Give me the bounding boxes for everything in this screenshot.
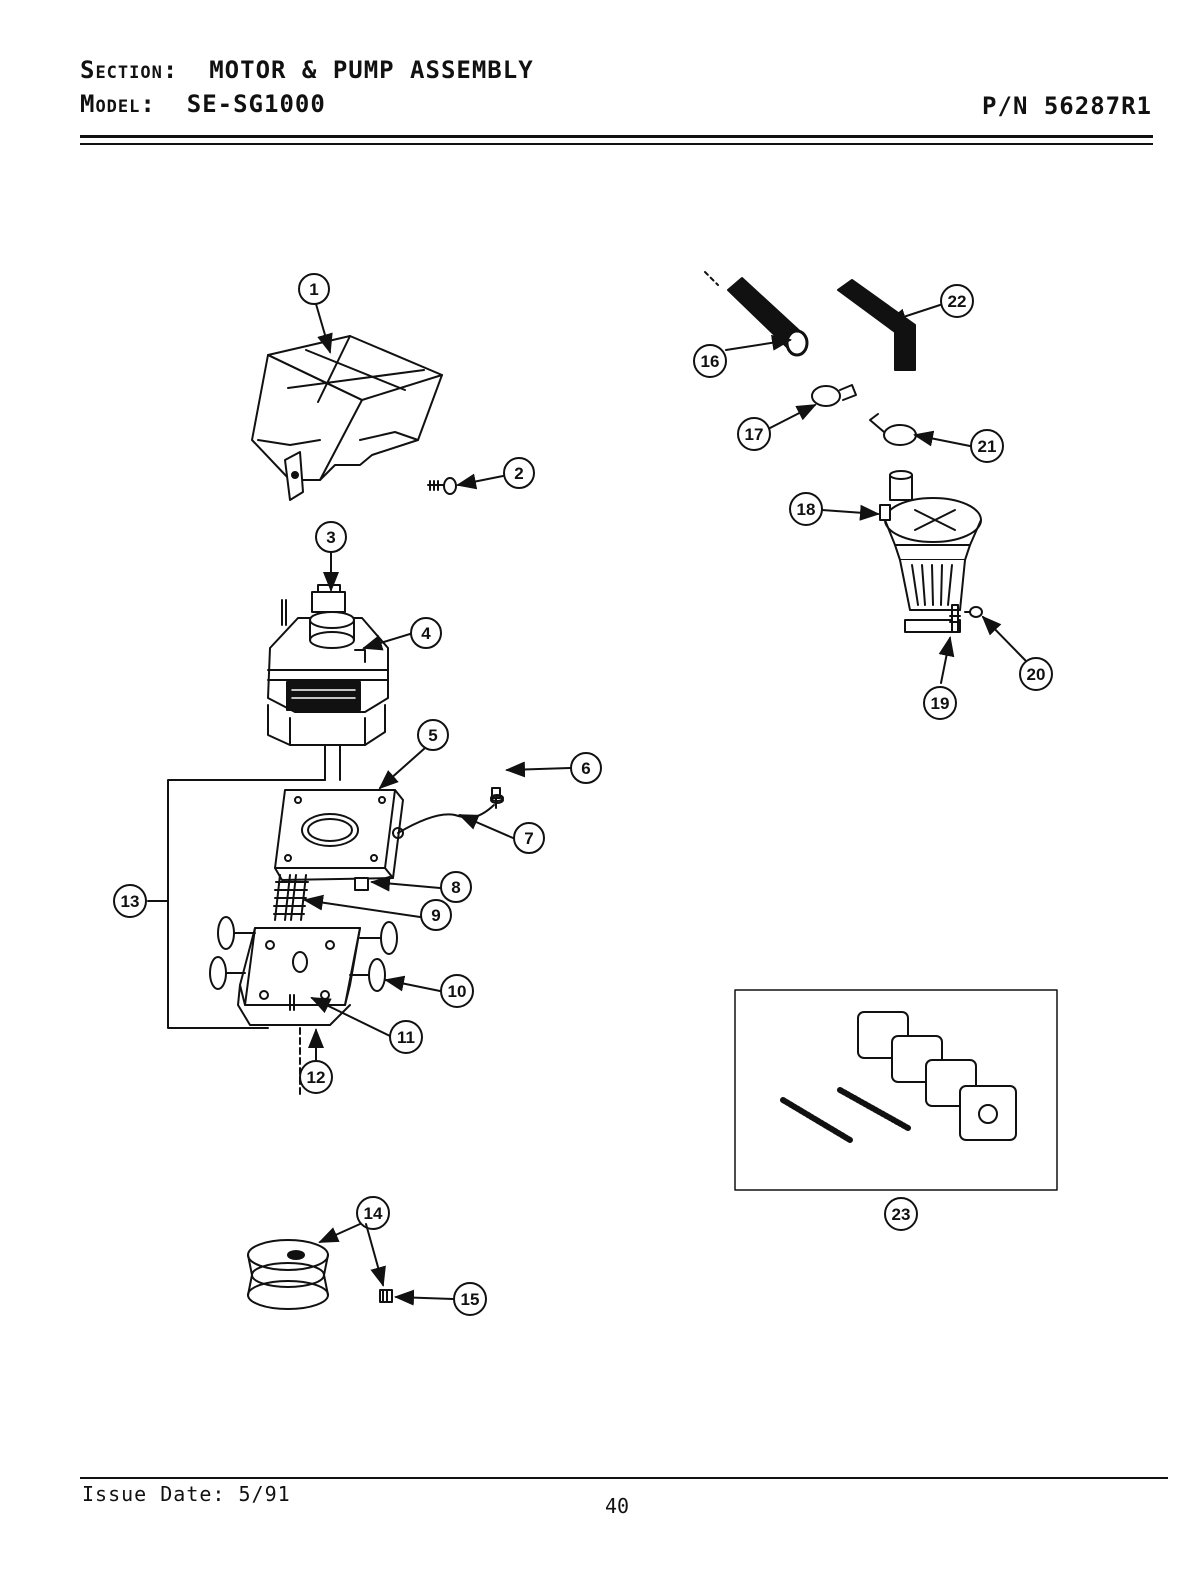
callout-23 <box>884 1197 918 1231</box>
model-title: Model: SE-SG1000 <box>80 90 326 118</box>
callout-20 <box>1019 657 1053 691</box>
callout-8-label: 8 <box>451 878 460 897</box>
model-value: SE-SG1000 <box>186 90 326 118</box>
callout-15-label: 15 <box>461 1290 480 1309</box>
kit-springs <box>780 1087 911 1143</box>
callout-1 <box>298 273 330 305</box>
kit-mount-blocks <box>857 1011 1017 1141</box>
callout-20-label: 20 <box>1027 665 1046 684</box>
callout-11-label: 11 <box>397 1028 415 1047</box>
header-rule-thin <box>80 143 1153 145</box>
callout-12-label: 12 <box>307 1068 326 1087</box>
section-title: Section: MOTOR & PUMP ASSEMBLY <box>80 56 534 84</box>
callout-6 <box>570 752 602 784</box>
issue-date: Issue Date: 5/91 <box>82 1482 291 1506</box>
callout-17-label: 17 <box>745 425 764 444</box>
callout-11 <box>389 1020 423 1054</box>
callout-21-label: 21 <box>978 437 997 456</box>
kit-box-23 <box>734 989 1058 1191</box>
callout-9 <box>420 899 452 931</box>
callout-14-label: 14 <box>364 1204 383 1223</box>
pulley-part-14 <box>247 1239 329 1310</box>
callout-21 <box>970 429 1004 463</box>
base-bracket-part <box>209 916 398 1099</box>
mount-plate-part <box>274 789 404 881</box>
callout-15 <box>453 1282 487 1316</box>
callout-3-label: 3 <box>326 528 335 547</box>
leader-lines <box>147 303 1026 1306</box>
clamp-part-17 <box>811 384 857 407</box>
section-label: Section: <box>80 56 179 84</box>
callout-3 <box>315 521 347 553</box>
hose-part-22 <box>837 279 916 371</box>
callout-5-label: 5 <box>428 726 437 745</box>
callout-10 <box>440 974 474 1008</box>
callout-19 <box>923 686 957 720</box>
motor-cover-part <box>251 335 443 501</box>
callout-16 <box>693 344 727 378</box>
ground-wire-part <box>392 787 504 839</box>
callout-4-label: 4 <box>421 624 431 643</box>
callout-18 <box>789 492 823 526</box>
callout-22 <box>940 284 974 318</box>
callout-1-label: 1 <box>309 280 318 299</box>
callout-6-label: 6 <box>581 759 590 778</box>
callout-9-label: 9 <box>431 906 440 925</box>
callout-markers: 1 2 3 4 5 6 7 8 9 10 11 12 13 14 15 16 1… <box>113 273 1053 1316</box>
model-label: Model: <box>80 90 156 118</box>
callout-13 <box>113 884 147 918</box>
callout-5 <box>417 719 449 751</box>
callout-2 <box>503 457 535 489</box>
pump-part-18 <box>879 470 982 633</box>
header-rule-thick <box>80 135 1153 138</box>
screw-part-2 <box>427 477 457 495</box>
assembly-bracket-13 <box>167 779 326 1029</box>
footer-rule <box>80 1477 1168 1479</box>
springs-part-9 <box>273 874 309 921</box>
callout-14 <box>356 1196 390 1230</box>
callout-22-label: 22 <box>948 292 967 311</box>
page-number: 40 <box>605 1494 630 1518</box>
callout-16-label: 16 <box>701 352 720 371</box>
callout-23-label: 23 <box>892 1205 911 1224</box>
hose-part-16 <box>704 271 809 357</box>
callout-12 <box>299 1060 333 1094</box>
callout-4 <box>410 617 442 649</box>
nut-part-8 <box>354 877 369 891</box>
part-number: P/N 56287R1 <box>982 92 1152 120</box>
callout-13-label: 13 <box>121 892 140 911</box>
callout-18-label: 18 <box>797 500 816 519</box>
screw-part-20 <box>964 606 983 618</box>
motor-part <box>267 584 389 781</box>
callout-7 <box>513 822 545 854</box>
screw-part-19 <box>949 604 961 633</box>
callout-8 <box>440 871 472 903</box>
callout-7-label: 7 <box>524 829 533 848</box>
callout-10-label: 10 <box>448 982 467 1001</box>
callout-2-label: 2 <box>514 464 523 483</box>
section-value: MOTOR & PUMP ASSEMBLY <box>209 56 534 84</box>
set-screw-part-15 <box>379 1289 393 1303</box>
callout-17 <box>737 417 771 451</box>
callout-19-label: 19 <box>931 694 950 713</box>
clamp-part-21 <box>869 413 917 446</box>
